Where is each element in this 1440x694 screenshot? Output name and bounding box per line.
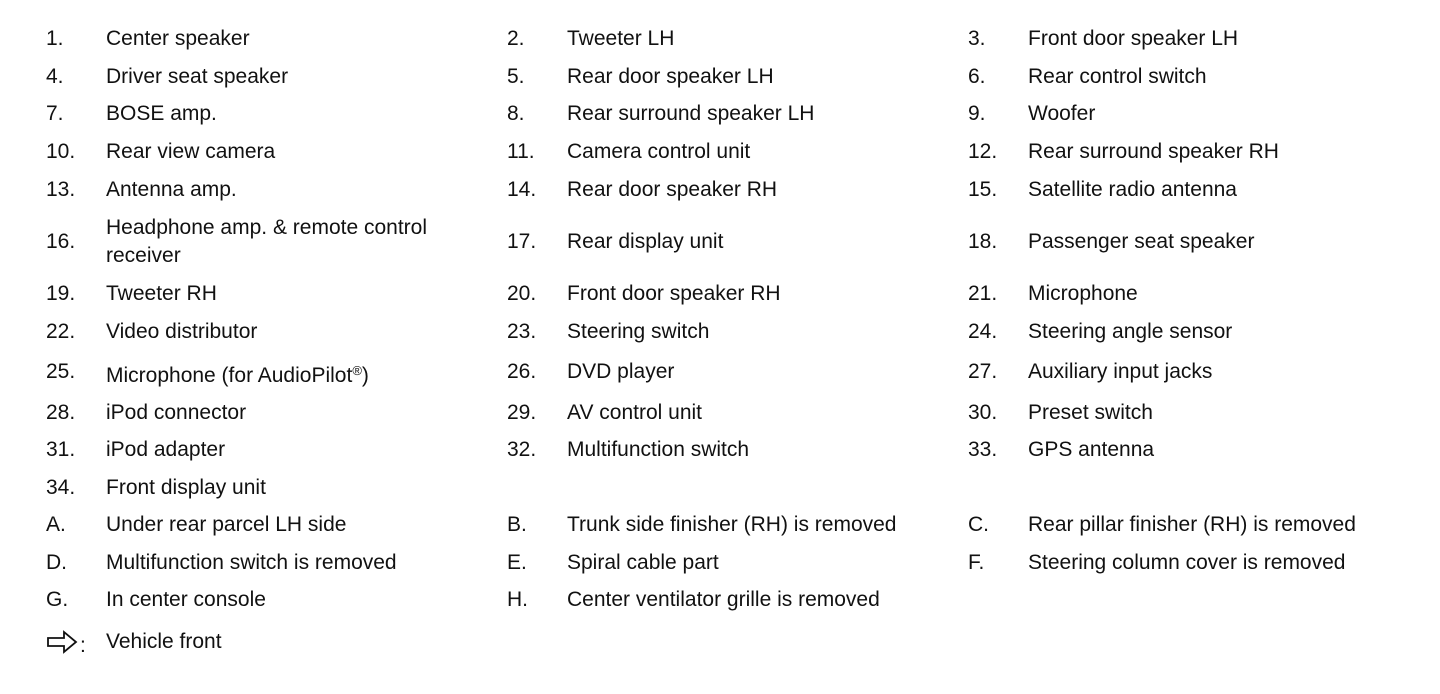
item-label: Auxiliary input jacks bbox=[1028, 360, 1213, 383]
item-label: Rear pillar finisher (RH) is removed bbox=[1028, 513, 1356, 536]
item-label: Rear surround speaker LH bbox=[567, 102, 815, 125]
item-number: 24. bbox=[968, 320, 998, 343]
registered-mark: ® bbox=[352, 363, 362, 378]
item-number: 21. bbox=[968, 282, 998, 305]
item-label: Steering angle sensor bbox=[1028, 320, 1233, 343]
item-label: Tweeter RH bbox=[106, 282, 217, 305]
item-number: G. bbox=[46, 588, 69, 611]
item-number: 28. bbox=[46, 401, 76, 424]
item-label: Headphone amp. & remote control receiver bbox=[106, 216, 428, 267]
item-label: Rear view camera bbox=[106, 140, 276, 163]
item-number: B. bbox=[507, 513, 527, 536]
item-number: 10. bbox=[46, 140, 76, 163]
item-number: 32. bbox=[507, 438, 537, 461]
item-number: 20. bbox=[507, 282, 537, 305]
item-label: Rear surround speaker RH bbox=[1028, 140, 1279, 163]
item-number: 7. bbox=[46, 102, 64, 125]
item-label: In center console bbox=[106, 588, 266, 611]
item-number: 2. bbox=[507, 27, 525, 50]
item-label: Steering column cover is removed bbox=[1028, 551, 1346, 574]
item-number: 23. bbox=[507, 320, 537, 343]
item-number: 34. bbox=[46, 476, 76, 499]
item-number: 9. bbox=[968, 102, 986, 125]
item-number: 33. bbox=[968, 438, 998, 461]
item-label: Front door speaker RH bbox=[567, 282, 781, 305]
item-label: Rear door speaker RH bbox=[567, 178, 778, 201]
item-label: Multifunction switch is removed bbox=[106, 551, 397, 574]
item-number: 11. bbox=[507, 140, 535, 163]
vehicle-front-label: Vehicle front bbox=[106, 630, 222, 653]
arrow-separator: : bbox=[80, 634, 86, 657]
item-label: Front display unit bbox=[106, 476, 266, 499]
item-number: 5. bbox=[507, 65, 525, 88]
item-label: Center speaker bbox=[106, 27, 250, 50]
item-label: Antenna amp. bbox=[106, 178, 237, 201]
item-number: 22. bbox=[46, 320, 76, 343]
item-label: Spiral cable part bbox=[567, 551, 719, 574]
item-label: Center ventilator grille is removed bbox=[567, 588, 880, 611]
item-label: Microphone (for AudioPilot®) bbox=[106, 362, 369, 390]
item-label: Camera control unit bbox=[567, 140, 751, 163]
item-number: A. bbox=[46, 513, 66, 536]
item-number: 25. bbox=[46, 360, 76, 383]
item-number: 16. bbox=[46, 230, 76, 253]
item-label: AV control unit bbox=[567, 401, 703, 424]
item-label: Passenger seat speaker bbox=[1028, 230, 1255, 253]
item-label: Front door speaker LH bbox=[1028, 27, 1239, 50]
item-number: 12. bbox=[968, 140, 998, 163]
item-number: C. bbox=[968, 513, 989, 536]
item-label: Driver seat speaker bbox=[106, 65, 289, 88]
item-label: Tweeter LH bbox=[567, 27, 675, 50]
item-number: 4. bbox=[46, 65, 64, 88]
item-label: Rear control switch bbox=[1028, 65, 1207, 88]
item-number: 13. bbox=[46, 178, 76, 201]
item-number: 14. bbox=[507, 178, 537, 201]
item-label: Video distributor bbox=[106, 320, 258, 343]
item-label-end: ) bbox=[361, 364, 369, 387]
item-number: 1. bbox=[46, 27, 64, 50]
item-label: Multifunction switch bbox=[567, 438, 750, 461]
item-label: Trunk side finisher (RH) is removed bbox=[567, 513, 897, 536]
item-number: E. bbox=[507, 551, 527, 574]
item-label: BOSE amp. bbox=[106, 102, 217, 125]
item-label-text: Microphone (for AudioPilot bbox=[106, 364, 353, 387]
item-label: Woofer bbox=[1028, 102, 1096, 125]
item-number: D. bbox=[46, 551, 67, 574]
item-number: 15. bbox=[968, 178, 998, 201]
item-number: 17. bbox=[507, 230, 537, 253]
item-number: 6. bbox=[968, 65, 986, 88]
item-number: 8. bbox=[507, 102, 525, 125]
item-label: GPS antenna bbox=[1028, 438, 1155, 461]
item-label: Rear door speaker LH bbox=[567, 65, 774, 88]
item-number: 29. bbox=[507, 401, 537, 424]
item-number: 19. bbox=[46, 282, 76, 305]
item-label: Rear display unit bbox=[567, 230, 724, 253]
item-number: 27. bbox=[968, 360, 998, 383]
item-label: Microphone bbox=[1028, 282, 1138, 305]
item-label: Preset switch bbox=[1028, 401, 1153, 424]
item-number: 30. bbox=[968, 401, 998, 424]
item-number: F. bbox=[968, 551, 985, 574]
item-number: 31. bbox=[46, 438, 76, 461]
arrow-outline-right-icon bbox=[47, 630, 78, 654]
item-label: iPod adapter bbox=[106, 438, 226, 461]
item-label: Satellite radio antenna bbox=[1028, 178, 1237, 201]
item-label: Steering switch bbox=[567, 320, 710, 343]
item-number: 26. bbox=[507, 360, 537, 383]
item-label: DVD player bbox=[567, 360, 675, 383]
item-number: 18. bbox=[968, 230, 998, 253]
item-number: 3. bbox=[968, 27, 986, 50]
item-number: H. bbox=[507, 588, 528, 611]
item-label: Under rear parcel LH side bbox=[106, 513, 347, 536]
item-label: iPod connector bbox=[106, 401, 247, 424]
